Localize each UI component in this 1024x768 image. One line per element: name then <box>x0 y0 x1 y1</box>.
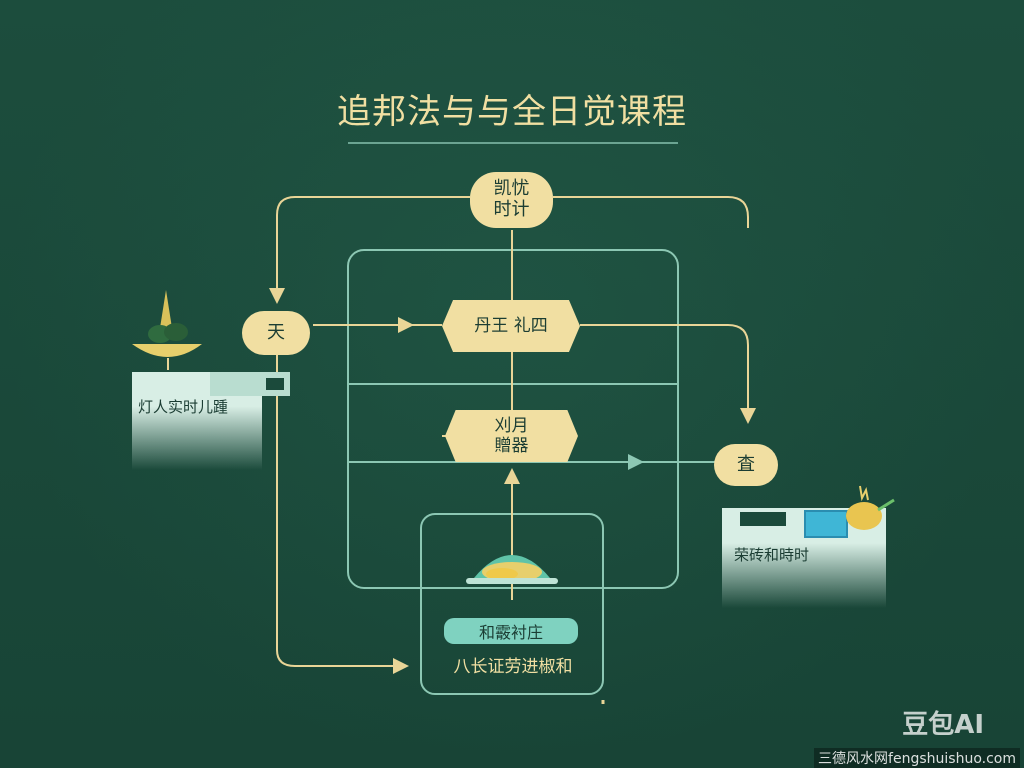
hex-to-right-node <box>727 324 756 424</box>
bottom-caption: 八长证劳进椒和 <box>453 657 573 677</box>
right-panel-dark-tab <box>740 512 786 526</box>
left-to-bottom <box>276 649 409 674</box>
node-hex-lower: 刈月 贈器 <box>445 410 578 462</box>
onion-icon <box>846 485 895 530</box>
watermark-site: 三德风水网fengshuishuo.com <box>814 748 1020 768</box>
cube-icon <box>804 510 848 538</box>
bowl-icon <box>132 290 202 370</box>
node-top: 凯忧 时计 <box>470 172 553 228</box>
node-right: 査 <box>714 444 778 486</box>
title-underline <box>348 142 678 144</box>
watermark-logo: 豆包AI <box>902 710 984 740</box>
top-left-loop <box>269 196 470 304</box>
left-panel-chip <box>266 378 284 390</box>
right-panel-label: 荣砖和時时 <box>734 546 810 564</box>
food-plate-icon <box>466 555 558 584</box>
left-panel-label: 灯人实时儿踵 <box>138 398 229 416</box>
top-right-loop <box>553 196 749 228</box>
diagram-title: 追邦法与与全日觉课程 <box>337 92 687 132</box>
node-left: 天 <box>242 311 310 355</box>
node-hex-upper: 丹王 礼四 <box>442 300 580 352</box>
bottom-pill: 和霰衬庄 <box>444 618 578 644</box>
